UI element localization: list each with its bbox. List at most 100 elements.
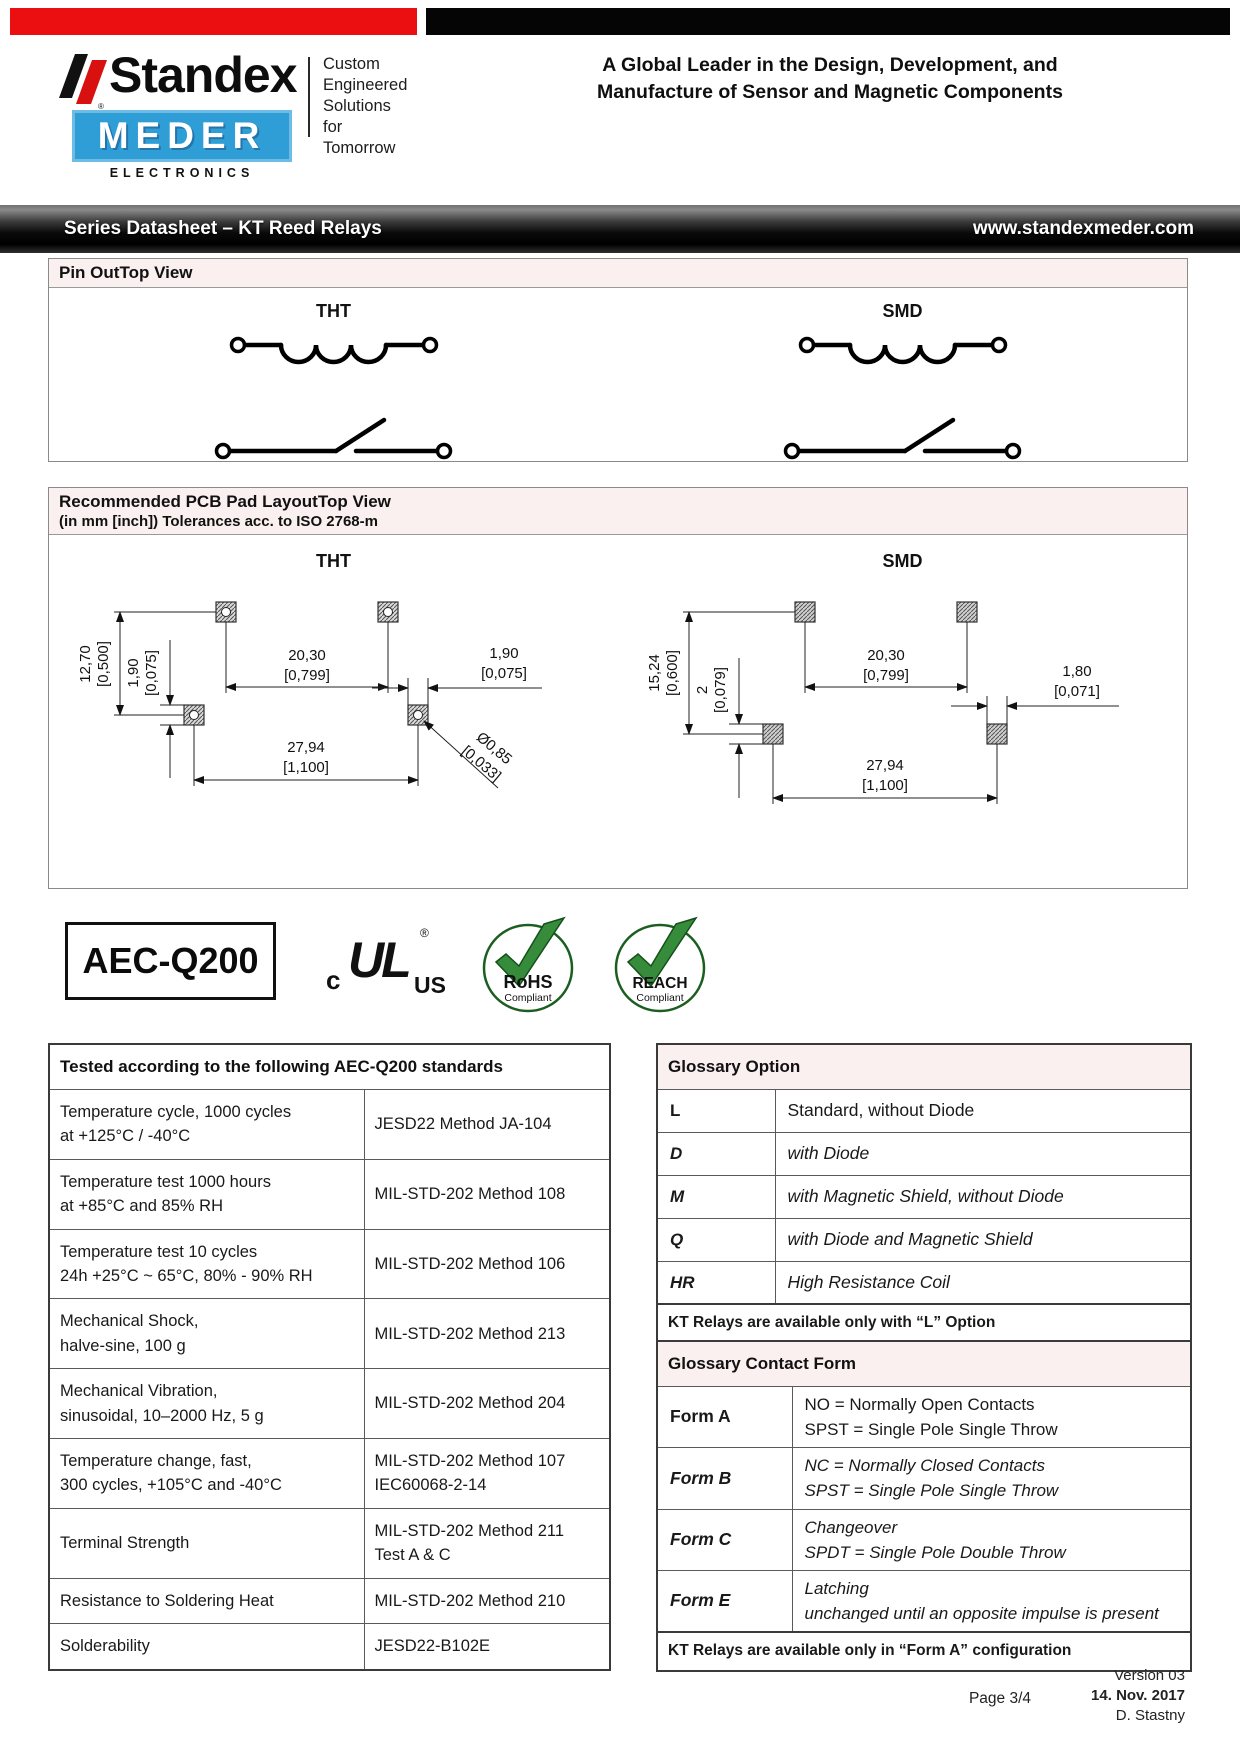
svg-text:[0,071]: [0,071] xyxy=(1054,683,1100,700)
logo-electronics-text: ELECTRONICS xyxy=(109,166,255,180)
hole-diameter-callout: Ø0,85 [0,033] xyxy=(458,729,515,785)
pcb-header: Recommended PCB Pad LayoutTop View (in m… xyxy=(49,488,1187,535)
svg-text:20,30: 20,30 xyxy=(867,647,905,664)
tht-pad-layout-drawing: 12,70 [0,500] 1,90 [0,075] 20,30 [0,799] xyxy=(77,601,542,789)
pcb-title-suffix: Top View xyxy=(317,492,391,511)
top-red-bar xyxy=(10,8,417,35)
registered-mark: ® xyxy=(98,102,104,111)
tht-switch-symbol xyxy=(214,417,452,460)
aec-standards-table: Tested according to the following AEC-Q2… xyxy=(48,1043,612,1671)
version-label: Version 03 xyxy=(1114,1667,1185,1684)
svg-text:1,80: 1,80 xyxy=(1062,663,1091,680)
pinout-section: Pin OutTop View THT xyxy=(48,258,1188,462)
svg-text:[0,600]: [0,600] xyxy=(664,650,681,696)
ul-certification-icon: UL c US ® xyxy=(326,926,446,998)
svg-text:[0,799]: [0,799] xyxy=(863,667,909,684)
svg-text:c: c xyxy=(326,965,340,995)
series-title-bar: Series Datasheet – KT Reed Relays www.st… xyxy=(0,205,1240,253)
version-author: D. Stastny xyxy=(1115,1707,1185,1724)
svg-text:[1,100]: [1,100] xyxy=(862,777,908,794)
svg-text:1,90: 1,90 xyxy=(125,658,142,687)
smd-pad-layout-drawing: 15,24 [0,600] 2 [0,079] 20,30 [0,799] xyxy=(646,601,1119,804)
pcb-smd-label: SMD xyxy=(882,551,923,571)
svg-text:UL: UL xyxy=(348,932,409,988)
table-row: Mechanical Vibration,sinusoidal, 10–2000… xyxy=(48,1368,611,1440)
svg-text:[1,100]: [1,100] xyxy=(283,759,329,776)
version-date: 14. Nov. 2017 xyxy=(1091,1687,1185,1704)
svg-text:[0,799]: [0,799] xyxy=(284,667,330,684)
svg-text:20,30: 20,30 xyxy=(288,647,326,664)
pinout-title-suffix: Top View xyxy=(119,263,193,282)
svg-text:RoHS: RoHS xyxy=(504,972,553,992)
smd-label: SMD xyxy=(882,301,923,321)
smd-coil-symbol xyxy=(798,336,1007,365)
series-title: Series Datasheet – KT Reed Relays xyxy=(64,218,382,239)
svg-text:27,94: 27,94 xyxy=(866,757,904,774)
pcb-tht-column: THT xyxy=(49,535,618,820)
svg-text:[0,079]: [0,079] xyxy=(712,667,729,713)
pcb-smd-column: SMD xyxy=(618,535,1187,820)
pinout-header: Pin OutTop View xyxy=(49,259,1187,288)
pcb-title: Recommended PCB Pad Layout xyxy=(59,492,318,511)
logo-standex-text: Standex xyxy=(109,47,298,103)
glossary-option-title: Glossary Option xyxy=(656,1043,1192,1090)
aec-standards-table-title: Tested according to the following AEC-Q2… xyxy=(48,1043,611,1090)
tht-label: THT xyxy=(316,301,351,321)
svg-text:Compliant: Compliant xyxy=(504,992,551,1004)
svg-text:15,24: 15,24 xyxy=(646,654,663,692)
pinout-title: Pin Out xyxy=(59,263,120,282)
logo-meder-text: MEDER xyxy=(97,115,267,156)
aec-q200-badge: AEC-Q200 xyxy=(65,922,276,1000)
svg-text:12,70: 12,70 xyxy=(77,645,94,683)
svg-text:[0,075]: [0,075] xyxy=(143,650,160,696)
svg-text:27,94: 27,94 xyxy=(287,739,325,756)
page-number: Page 3/4 xyxy=(968,1690,1032,1707)
svg-text:®: ® xyxy=(420,926,429,940)
pcb-subtitle: (in mm [inch]) Tolerances acc. to ISO 27… xyxy=(59,513,378,530)
pcb-tht-label: THT xyxy=(316,551,351,571)
table-row: Temperature change, fast,300 cycles, +10… xyxy=(48,1438,611,1509)
svg-text:1,90: 1,90 xyxy=(489,645,518,662)
svg-text:REACH: REACH xyxy=(632,975,687,992)
svg-text:2: 2 xyxy=(694,686,711,694)
glossary-contact-title: Glossary Contact Form xyxy=(656,1340,1192,1387)
svg-text:[0,075]: [0,075] xyxy=(481,665,527,682)
logo-tagline: Custom Engineered Solutions for Tomorrow xyxy=(323,55,408,157)
svg-text:Compliant: Compliant xyxy=(636,992,683,1004)
reach-compliant-icon: REACH Compliant xyxy=(614,916,706,1013)
website-link[interactable]: www.standexmeder.com xyxy=(972,218,1194,239)
glossary-contact-note: KT Relays are available only in “Form A”… xyxy=(656,1631,1192,1672)
rohs-compliant-icon: RoHS Compliant xyxy=(482,916,574,1013)
logo-divider xyxy=(308,57,310,137)
svg-text:US: US xyxy=(414,972,446,998)
pinout-tht-column: THT xyxy=(49,288,618,463)
version-block: Version 03 14. Nov. 2017 D. Stastny xyxy=(985,1666,1185,1726)
pcb-pad-layout-section: Recommended PCB Pad LayoutTop View (in m… xyxy=(48,487,1188,889)
glossary-option-note: KT Relays are available only with “L” Op… xyxy=(656,1303,1192,1344)
smd-switch-symbol xyxy=(783,417,1021,460)
top-black-bar xyxy=(426,8,1230,35)
tht-coil-symbol xyxy=(229,336,438,365)
logo-meder-box: MEDER xyxy=(72,110,292,162)
